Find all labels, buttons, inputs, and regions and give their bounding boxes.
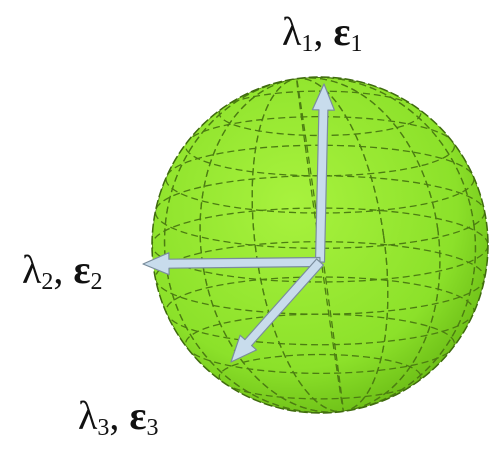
latitude-line [184,313,456,375]
axis-label-3: λ3, ε3 [78,393,159,441]
axis-label-2: λ2, ε2 [22,247,103,295]
axis-label-1: λ1, ε1 [282,9,363,57]
lambda-symbol-3: λ [78,393,98,438]
latitude-line [218,90,422,137]
epsilon-index-2: 2 [90,269,103,295]
epsilon-symbol-1: ε [333,9,351,54]
lambda-index-1: 1 [301,31,314,57]
eigenvector-arrows [142,83,335,363]
epsilon-symbol-3: ε [129,393,147,438]
epsilon-symbol-2: ε [73,247,91,292]
epsilon-index-1: 1 [350,31,363,57]
label-separator-1: , [313,9,334,54]
latitude-line [184,115,456,177]
label-separator-2: , [53,247,74,292]
lambda-index-3: 3 [97,415,110,441]
epsilon-index-3: 3 [146,415,159,441]
arrow-2 [142,252,321,276]
sphere-outline [151,76,489,414]
lambda-index-2: 2 [41,269,54,295]
lambda-symbol-1: λ [282,9,302,54]
arrow-3 [230,258,324,363]
label-separator-3: , [109,393,130,438]
arrow-1 [311,83,335,263]
latitude-line [218,353,422,400]
lambda-symbol-2: λ [22,247,42,292]
